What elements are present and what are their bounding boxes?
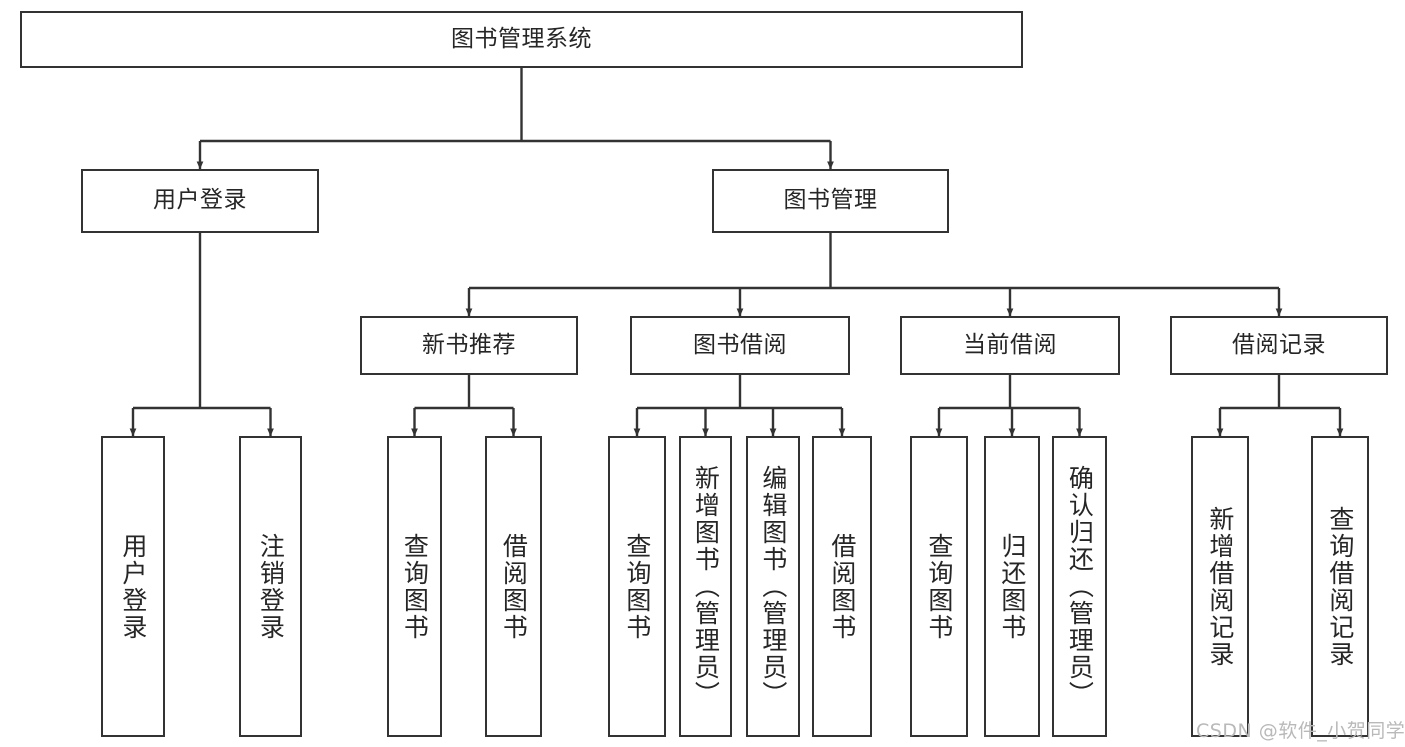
node-records[interactable]: 借阅记录 xyxy=(1170,316,1388,375)
node-l-query2[interactable]: 查询图书 xyxy=(608,436,666,737)
node-root[interactable]: 图书管理系统 xyxy=(20,11,1023,68)
node-label: 用户登录 xyxy=(118,532,148,641)
node-l-editbook[interactable]: 编辑图书（管理员） xyxy=(746,436,800,737)
node-label: 新书推荐 xyxy=(422,331,516,358)
watermark-label: CSDN @软件_小贺同学 xyxy=(1196,720,1405,742)
node-l-logout[interactable]: 注销登录 xyxy=(239,436,302,737)
node-l-query3[interactable]: 查询图书 xyxy=(910,436,968,737)
node-label: 借阅记录 xyxy=(1232,331,1326,358)
node-login[interactable]: 用户登录 xyxy=(81,169,319,233)
node-l-addrec[interactable]: 新增借阅记录 xyxy=(1191,436,1249,737)
node-label: 确认归还（管理员） xyxy=(1065,465,1095,708)
node-l-return[interactable]: 归还图书 xyxy=(984,436,1040,737)
node-l-login[interactable]: 用户登录 xyxy=(101,436,165,737)
node-label: 注销登录 xyxy=(256,532,286,641)
node-bookmgmt[interactable]: 图书管理 xyxy=(712,169,949,233)
node-l-queryrec[interactable]: 查询借阅记录 xyxy=(1311,436,1369,737)
node-label: 查询图书 xyxy=(622,532,652,641)
node-l-borrow1[interactable]: 借阅图书 xyxy=(485,436,542,737)
node-label: 新增借阅记录 xyxy=(1205,505,1235,668)
node-label: 查询图书 xyxy=(924,532,954,641)
node-l-confirm[interactable]: 确认归还（管理员） xyxy=(1052,436,1107,737)
node-l-addbook[interactable]: 新增图书（管理员） xyxy=(679,436,732,737)
node-current[interactable]: 当前借阅 xyxy=(900,316,1120,375)
node-label: 归还图书 xyxy=(997,532,1027,641)
node-label: 编辑图书（管理员） xyxy=(758,465,788,708)
edge-paths xyxy=(129,68,1344,437)
node-label: 图书管理 xyxy=(783,187,878,214)
node-label: 图书管理系统 xyxy=(451,25,592,52)
node-label: 用户登录 xyxy=(153,187,247,214)
node-label: 当前借阅 xyxy=(963,331,1057,358)
node-borrow[interactable]: 图书借阅 xyxy=(630,316,850,375)
node-label: 新增图书（管理员） xyxy=(691,465,721,708)
node-l-query1[interactable]: 查询图书 xyxy=(387,436,442,737)
node-label: 查询借阅记录 xyxy=(1325,505,1355,668)
node-label: 查询图书 xyxy=(400,532,430,641)
node-newbooks[interactable]: 新书推荐 xyxy=(360,316,578,375)
node-label: 图书借阅 xyxy=(693,331,787,358)
node-label: 借阅图书 xyxy=(499,532,529,641)
node-label: 借阅图书 xyxy=(827,532,857,641)
node-l-borrow2[interactable]: 借阅图书 xyxy=(812,436,872,737)
